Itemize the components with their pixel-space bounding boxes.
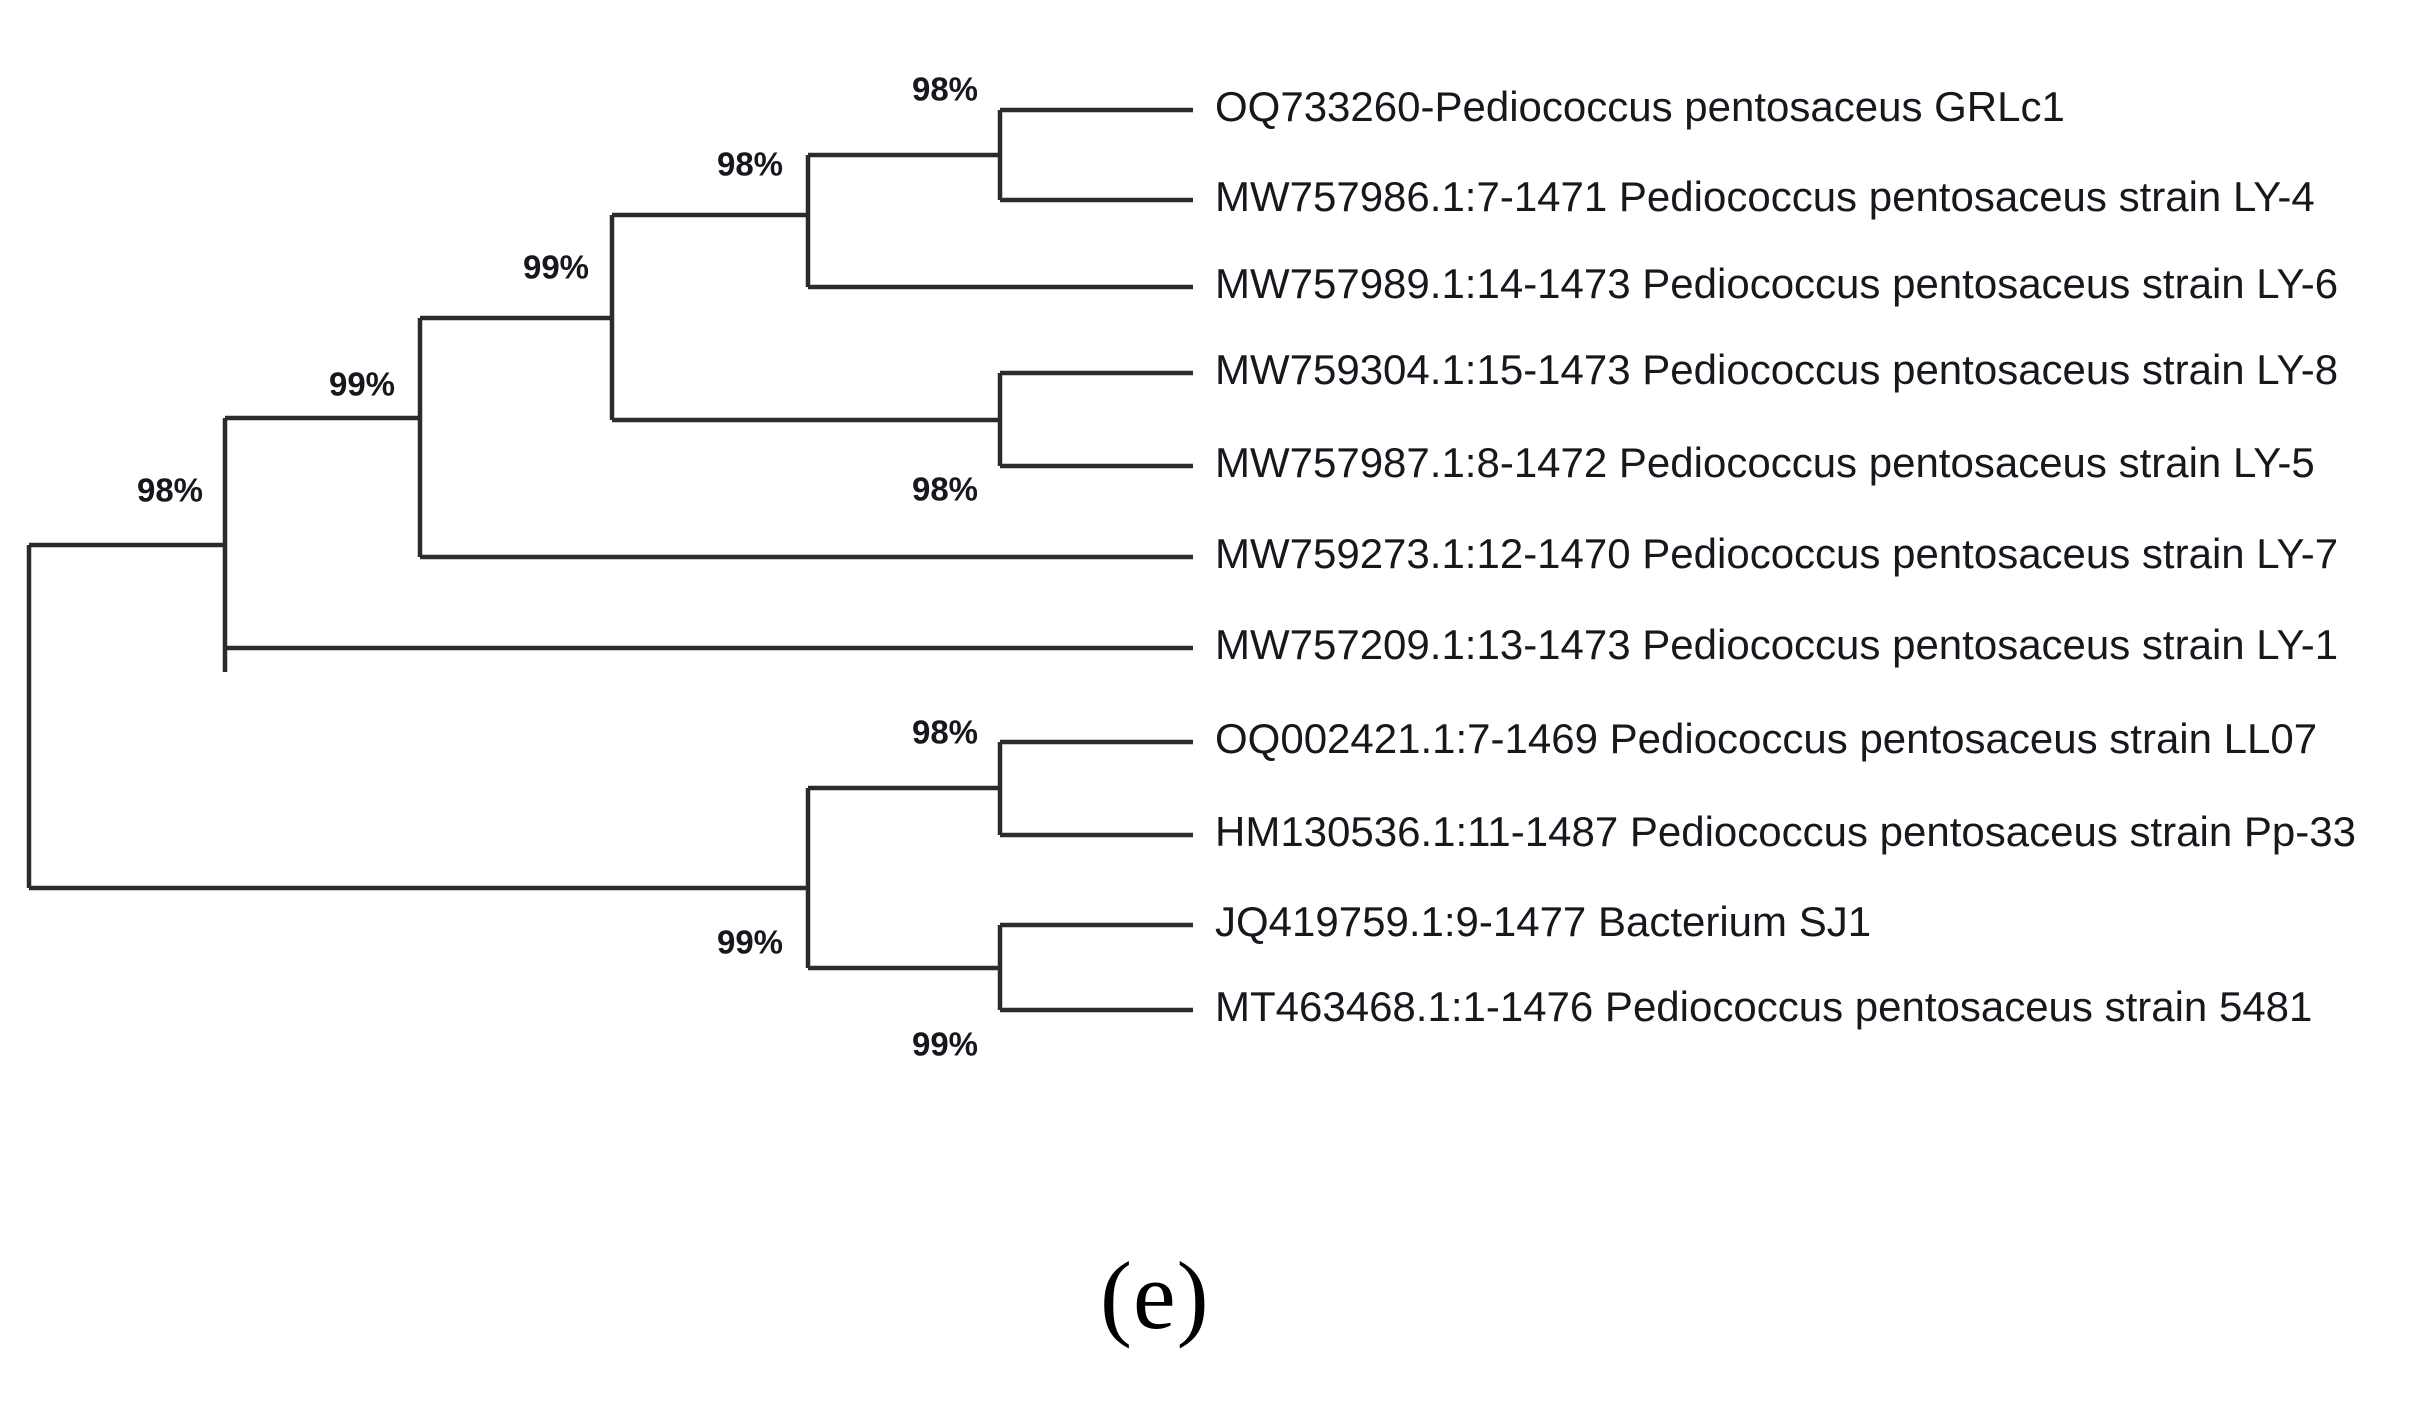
tree-branches	[26, 107, 1193, 1013]
taxon-label-t2: MW757986.1:7-1471 Pediococcus pentosaceu…	[1215, 173, 2315, 220]
support-value-n_sj15481: 99%	[912, 1026, 978, 1063]
taxon-label-t7: MW757209.1:13-1473 Pediococcus pentosace…	[1215, 621, 2338, 668]
support-value-n_ll07pp33: 98%	[912, 714, 978, 751]
bootstrap-support-labels: 98% 99% 99% 98% 98% 98% 99% 98% 99%	[137, 71, 978, 1063]
support-value-n_top3: 98%	[717, 146, 783, 183]
taxon-label-t1: OQ733260-Pediococcus pentosaceus GRLc1	[1215, 83, 2065, 130]
support-value-n_top2: 98%	[912, 71, 978, 108]
support-value-n_ly85: 98%	[912, 471, 978, 508]
support-value-n_lyclade: 99%	[329, 366, 395, 403]
support-value-n_lower4: 99%	[717, 924, 783, 961]
support-value-n_upper4: 99%	[523, 249, 589, 286]
taxon-label-t11: MT463468.1:1-1476 Pediococcus pentosaceu…	[1215, 983, 2312, 1030]
taxon-label-t9: HM130536.1:11-1487 Pediococcus pentosace…	[1215, 808, 2356, 855]
taxon-label-t8: OQ002421.1:7-1469 Pediococcus pentosaceu…	[1215, 715, 2317, 762]
taxon-label-t3: MW757989.1:14-1473 Pediococcus pentosace…	[1215, 260, 2338, 307]
taxon-label-t10: JQ419759.1:9-1477 Bacterium SJ1	[1215, 898, 1871, 945]
panel-caption: (e)	[1100, 1242, 1210, 1349]
taxon-label-t6: MW759273.1:12-1470 Pediococcus pentosace…	[1215, 530, 2338, 577]
taxon-label-t5: MW757987.1:8-1472 Pediococcus pentosaceu…	[1215, 439, 2315, 486]
taxon-labels: OQ733260-Pediococcus pentosaceus GRLc1MW…	[1215, 83, 2356, 1030]
taxon-label-t4: MW759304.1:15-1473 Pediococcus pentosace…	[1215, 346, 2338, 393]
support-value-n_root_upper: 98%	[137, 472, 203, 509]
